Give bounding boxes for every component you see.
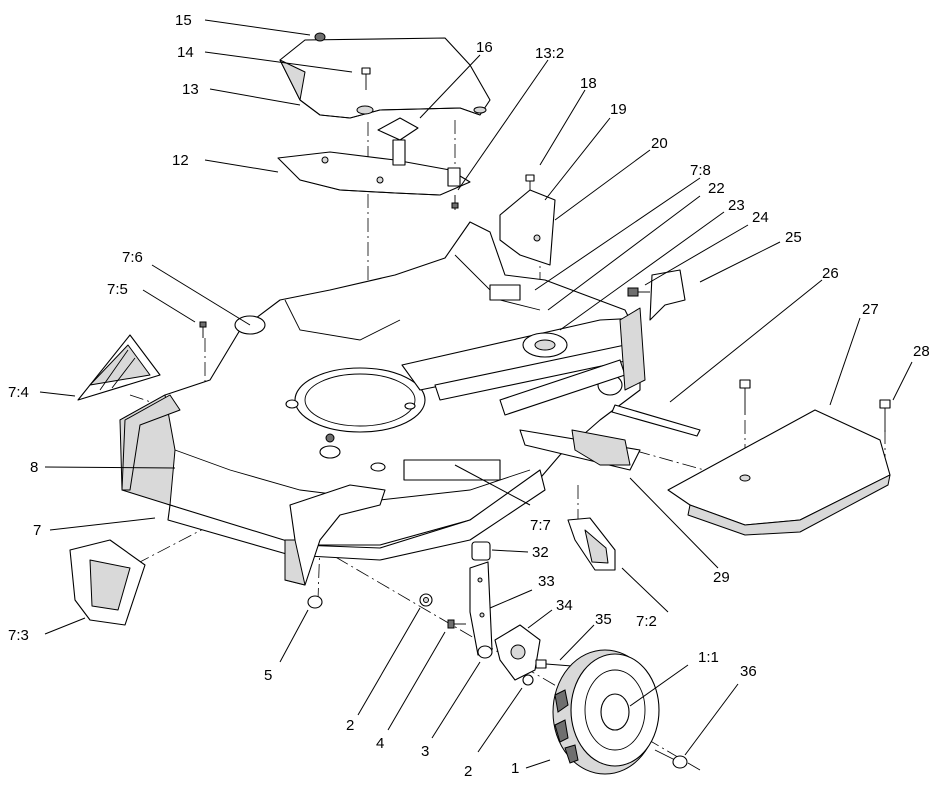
bolt-near-27 <box>739 379 751 415</box>
bracket-20 <box>499 189 556 266</box>
label-2b: 2 <box>464 763 472 780</box>
skid-plate-27 <box>667 409 891 536</box>
clip-16 <box>377 117 419 141</box>
label-8: 8 <box>30 459 38 476</box>
label-29: 29 <box>713 569 730 586</box>
nut-5 <box>307 595 323 609</box>
bolt-28 <box>879 399 891 432</box>
mower-deck-8 <box>119 221 641 546</box>
label-28: 28 <box>913 343 930 360</box>
label-2a: 2 <box>346 717 354 734</box>
label-5: 5 <box>264 667 272 684</box>
bolt-24 <box>627 287 650 297</box>
label-7-3: 7:3 <box>8 627 29 644</box>
label-33: 33 <box>538 573 555 590</box>
deflector-7-2 <box>567 517 616 571</box>
label-1: 1 <box>511 760 519 777</box>
label-35: 35 <box>595 611 612 628</box>
screw-4 <box>447 619 466 629</box>
label-14: 14 <box>177 44 194 61</box>
label-7-7: 7:7 <box>530 517 551 534</box>
label-7-6: 7:6 <box>122 249 143 266</box>
rear-cover-13 <box>279 37 491 119</box>
label-27: 27 <box>862 301 879 318</box>
label-22: 22 <box>708 180 725 197</box>
label-34: 34 <box>556 597 573 614</box>
nut-3 <box>477 645 493 659</box>
label-26: 26 <box>822 265 839 282</box>
label-19: 19 <box>610 101 627 118</box>
label-25: 25 <box>785 229 802 246</box>
rod-26 <box>611 404 701 437</box>
label-16: 16 <box>476 39 493 56</box>
label-15: 15 <box>175 12 192 29</box>
rear-guard-7-3 <box>69 539 146 626</box>
rear-guard-bracket <box>284 484 386 586</box>
callout-labels: 15 14 16 13 13:2 12 18 19 20 7:8 22 23 2… <box>8 12 930 780</box>
label-18: 18 <box>580 75 597 92</box>
label-1-1: 1:1 <box>698 649 719 666</box>
label-12: 12 <box>172 152 189 169</box>
label-32: 32 <box>532 544 549 561</box>
label-36: 36 <box>740 663 757 680</box>
label-7-4: 7:4 <box>8 384 29 401</box>
bracket-33 <box>469 561 493 656</box>
screw-13-2 <box>451 195 459 210</box>
label-7-8: 7:8 <box>690 162 711 179</box>
bolt-14 <box>361 67 371 90</box>
bolt-36 <box>654 749 688 769</box>
wheel-1 <box>552 649 660 775</box>
bumper-7 <box>121 394 546 561</box>
leader-lines <box>39 19 913 769</box>
label-4: 4 <box>376 735 384 752</box>
label-20: 20 <box>651 135 668 152</box>
clip-32 <box>471 541 491 561</box>
deflector-7-4 <box>77 334 161 401</box>
washer-2b <box>522 674 534 686</box>
label-7-2: 7:2 <box>636 613 657 630</box>
pivot-bracket-34 <box>494 624 541 681</box>
belt-guard-29 <box>571 429 631 466</box>
label-7: 7 <box>33 522 41 539</box>
label-24: 24 <box>752 209 769 226</box>
label-13-2: 13:2 <box>535 45 564 62</box>
label-13: 13 <box>182 81 199 98</box>
label-7-5: 7:5 <box>107 281 128 298</box>
screw-7-5 <box>199 321 207 338</box>
washer-2a <box>419 593 433 607</box>
bracket-25 <box>649 269 686 321</box>
label-23: 23 <box>728 197 745 214</box>
bracket-12 <box>277 139 471 196</box>
label-3: 3 <box>421 743 429 760</box>
bolt-35 <box>535 659 573 669</box>
bolt-15 <box>314 32 326 42</box>
